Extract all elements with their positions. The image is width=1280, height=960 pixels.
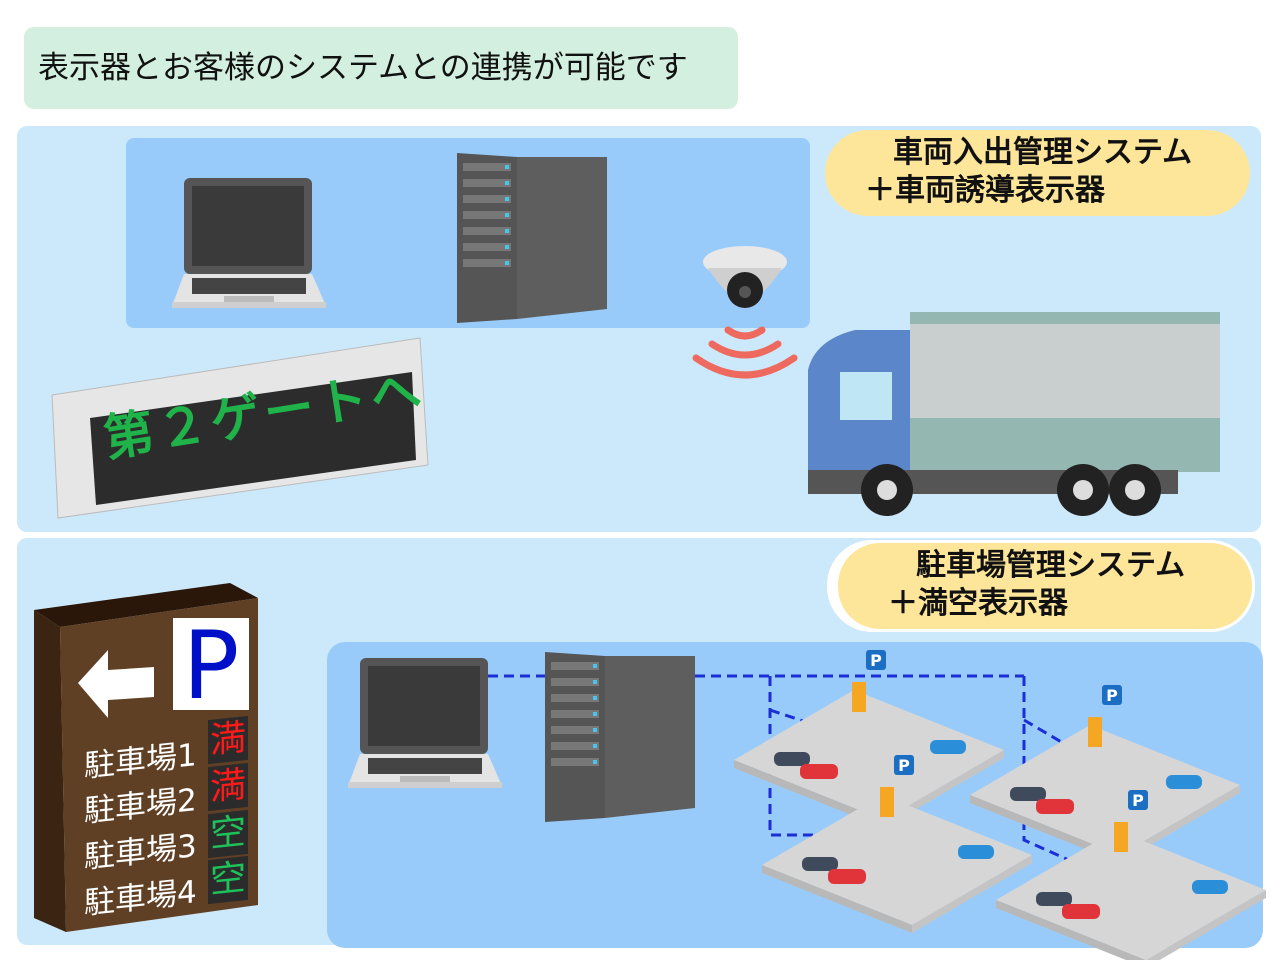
laptop-icon bbox=[348, 658, 502, 788]
sign-row-status: 満 bbox=[208, 762, 248, 812]
parking-system-line2: ＋満空表示器 bbox=[888, 586, 1068, 621]
vehicle-system-line2: ＋車両誘導表示器 bbox=[865, 173, 1105, 208]
camera-icon bbox=[703, 246, 787, 308]
sign-row-status: 空 bbox=[208, 855, 248, 905]
server-icon bbox=[545, 652, 695, 822]
parking-lot-icon bbox=[734, 650, 1004, 828]
laptop-icon bbox=[172, 178, 326, 308]
parking-p-icon: P bbox=[183, 612, 240, 721]
arrow-left-icon bbox=[78, 650, 154, 718]
server-icon bbox=[457, 153, 607, 323]
signal-waves-icon bbox=[692, 326, 798, 379]
truck-icon bbox=[808, 312, 1220, 516]
headline: 表示器とお客様のシステムとの連携が可能です bbox=[24, 27, 738, 109]
parking-system-line1: 駐車場管理システム bbox=[916, 548, 1186, 583]
parking-system-label: 駐車場管理システム ＋満空表示器 bbox=[835, 540, 1255, 632]
sign-row-status: 空 bbox=[208, 809, 248, 859]
sign-row-status: 満 bbox=[208, 715, 248, 765]
led-guide-display bbox=[51, 337, 429, 519]
vehicle-system-line1: 車両入出管理システム bbox=[893, 135, 1193, 170]
parking-lot-icon bbox=[970, 685, 1240, 863]
vehicle-system-label: 車両入出管理システム ＋車両誘導表示器 bbox=[825, 130, 1250, 216]
